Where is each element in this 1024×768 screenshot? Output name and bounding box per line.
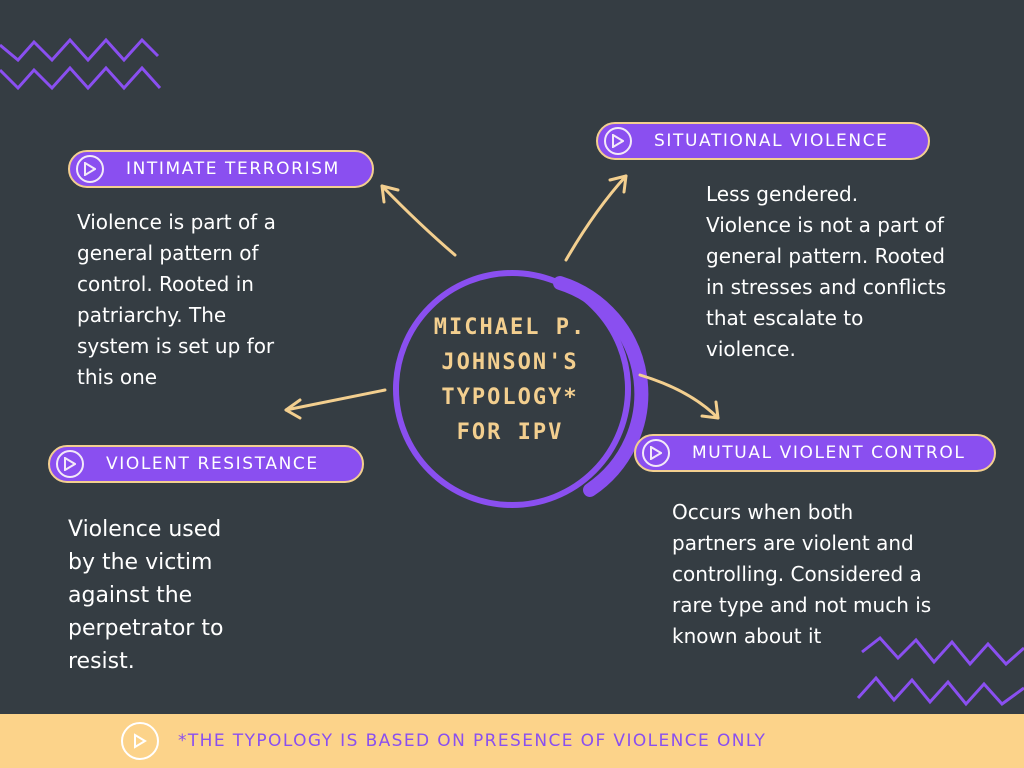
center-circle: [393, 270, 649, 508]
center-title: Michael P. Johnson's Typology* for IPV: [433, 315, 587, 445]
footer-note: *THE TYPOLOGY IS BASED ON PRESENCE OF VI…: [178, 731, 767, 751]
arrow-icon-to-mutual-violent-control: [638, 373, 720, 420]
arrow-icon-to-intimate-terrorism: [380, 184, 457, 257]
type-description: Occurs when both partners are violent an…: [672, 500, 932, 648]
play-icon: [121, 722, 159, 760]
arrow-icon-to-violent-resistance: [284, 388, 387, 420]
play-icon: [76, 155, 104, 183]
type-label: INTIMATE TERRORISM: [126, 159, 340, 179]
play-icon: [642, 439, 670, 467]
play-icon: [604, 127, 632, 155]
type-label: SITUATIONAL VIOLENCE: [654, 131, 889, 151]
arrow-icon-to-situational-violence: [564, 174, 628, 262]
zigzag-decoration-top-left: [0, 37, 162, 91]
zigzag-decoration-bottom-right: [856, 635, 1024, 707]
pill-mutual-violent-control: MUTUAL VIOLENT CONTROL: [634, 434, 996, 472]
type-description: Violence is part of a general pattern of…: [77, 210, 276, 389]
type-label: MUTUAL VIOLENT CONTROL: [692, 443, 966, 463]
type-description: Less gendered. Violence is not a part of…: [706, 182, 947, 361]
footer-bar: *THE TYPOLOGY IS BASED ON PRESENCE OF VI…: [0, 714, 1024, 768]
play-icon: [56, 450, 84, 478]
pill-intimate-terrorism: INTIMATE TERRORISM: [68, 150, 374, 188]
type-label: VIOLENT RESISTANCE: [106, 454, 319, 474]
type-description: Violence used by the victim against the …: [68, 517, 224, 674]
pill-situational-violence: SITUATIONAL VIOLENCE: [596, 122, 930, 160]
pill-violent-resistance: VIOLENT RESISTANCE: [48, 445, 364, 483]
